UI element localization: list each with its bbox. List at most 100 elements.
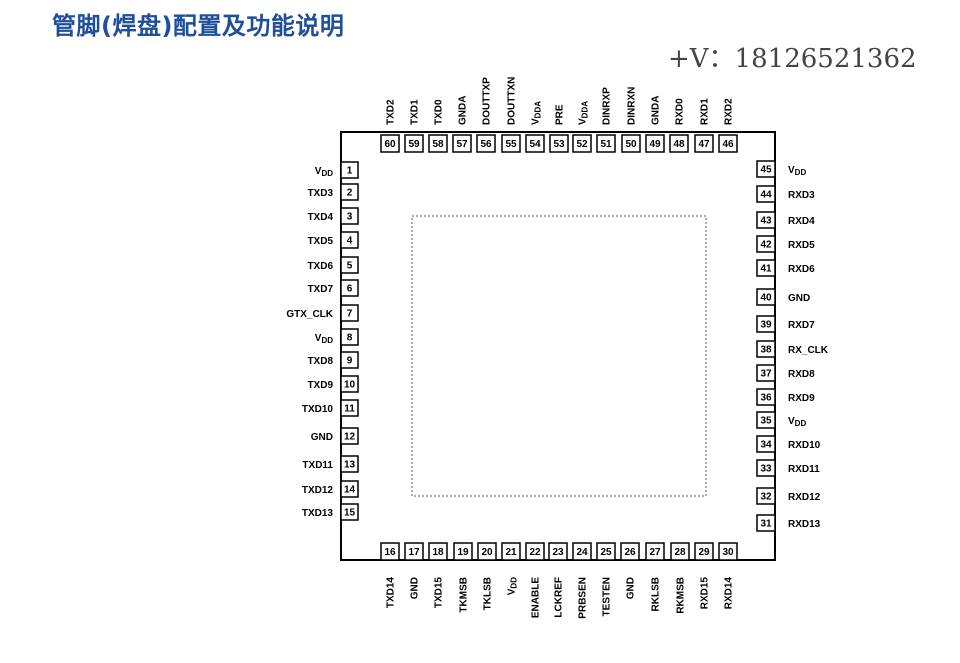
pin-label: RXD5 [788, 240, 815, 251]
pin-number: 58 [432, 139, 444, 150]
pin-number: 56 [480, 139, 492, 150]
pin-label: RXD6 [788, 264, 815, 275]
pin-pad [756, 340, 776, 358]
pin-number: 1 [347, 166, 353, 177]
pin-pad [756, 514, 776, 532]
pin-number: 36 [760, 393, 772, 404]
pin-label: RXD7 [788, 320, 815, 331]
pin-pad [756, 315, 776, 333]
pin: 48 RXD0 [669, 98, 689, 153]
pin-label: DOUTTXP [482, 77, 493, 125]
pin-label: TXD7 [307, 284, 333, 295]
pin-number: 13 [344, 460, 356, 471]
pin-number: 19 [457, 547, 469, 558]
pin-number: 11 [344, 404, 355, 415]
pin-label: RXD9 [788, 393, 815, 404]
pin-label: RKMSB [676, 577, 687, 614]
pin-number: 20 [481, 547, 493, 558]
pin-number: 39 [760, 320, 772, 331]
pin-number: 26 [624, 547, 636, 558]
pin-number: 49 [649, 139, 661, 150]
pin-label: VDD [507, 577, 519, 595]
pin-number: 21 [505, 547, 517, 558]
pin-label: RXD15 [700, 577, 711, 610]
pin-number: 55 [505, 139, 517, 150]
pin-number: 48 [673, 139, 685, 150]
pin-pad [756, 459, 776, 477]
pin-label: TKLSB [483, 577, 494, 610]
pin-label: VDD [315, 166, 333, 178]
pin-number: 7 [347, 309, 353, 320]
pin-label: ENABLE [531, 577, 542, 618]
pin-label: TXD6 [307, 261, 333, 272]
pin-pad [340, 375, 359, 393]
pin-pad [549, 134, 569, 153]
pin-pad [428, 542, 448, 561]
pin: 39 RXD7 [756, 315, 815, 333]
pin-pad [756, 160, 776, 178]
pin-label: RXD14 [724, 577, 735, 610]
pin-label: VDDA [578, 101, 590, 125]
pin-pad [621, 134, 641, 153]
pin-pad [756, 185, 776, 203]
pin-number: 30 [722, 547, 734, 558]
pin-number: 32 [760, 492, 772, 503]
pin-label: TKMSB [459, 577, 470, 613]
contact-number: +V：18126521362 [668, 44, 917, 74]
pin-pad [756, 364, 776, 382]
pin-label: RKLSB [651, 577, 662, 611]
pin-number: 23 [552, 547, 564, 558]
pin-label: RXD1 [700, 98, 711, 125]
pin-pad [756, 235, 776, 253]
pin-label: GNDA [651, 96, 662, 125]
pin-label: GND [311, 432, 333, 443]
pin-pad [645, 134, 665, 153]
pin-label: GTX_CLK [286, 309, 333, 320]
pin-pad [756, 259, 776, 277]
pin-pad [340, 207, 359, 225]
pin-pad [756, 411, 776, 429]
pin-number: 43 [760, 216, 772, 227]
pin-number: 5 [347, 261, 353, 272]
pin-pad [756, 211, 776, 229]
pin: 7 GTX_CLK [286, 304, 359, 322]
pin-label: VDD [788, 416, 806, 428]
pin-label: TXD1 [410, 99, 421, 125]
pin-pad [340, 455, 359, 473]
pin-pad [404, 542, 424, 561]
pin-number: 51 [600, 139, 612, 150]
pin-pad [756, 388, 776, 406]
pin: 36 RXD9 [756, 388, 815, 406]
pin-number: 44 [760, 190, 772, 201]
pin-number: 18 [432, 547, 444, 558]
pin-pad [756, 487, 776, 505]
pin-label: RXD0 [675, 98, 686, 125]
pin-label: RXD13 [788, 519, 821, 530]
pin-number: 16 [384, 547, 396, 558]
pin-pad [476, 134, 496, 153]
pin: 58 TXD0 [428, 99, 448, 153]
pin-number: 2 [347, 188, 353, 199]
pin-label: TXD0 [434, 99, 445, 125]
pin-label: TXD14 [386, 577, 397, 609]
pin-pad [340, 399, 359, 417]
pin-number: 14 [344, 485, 356, 496]
